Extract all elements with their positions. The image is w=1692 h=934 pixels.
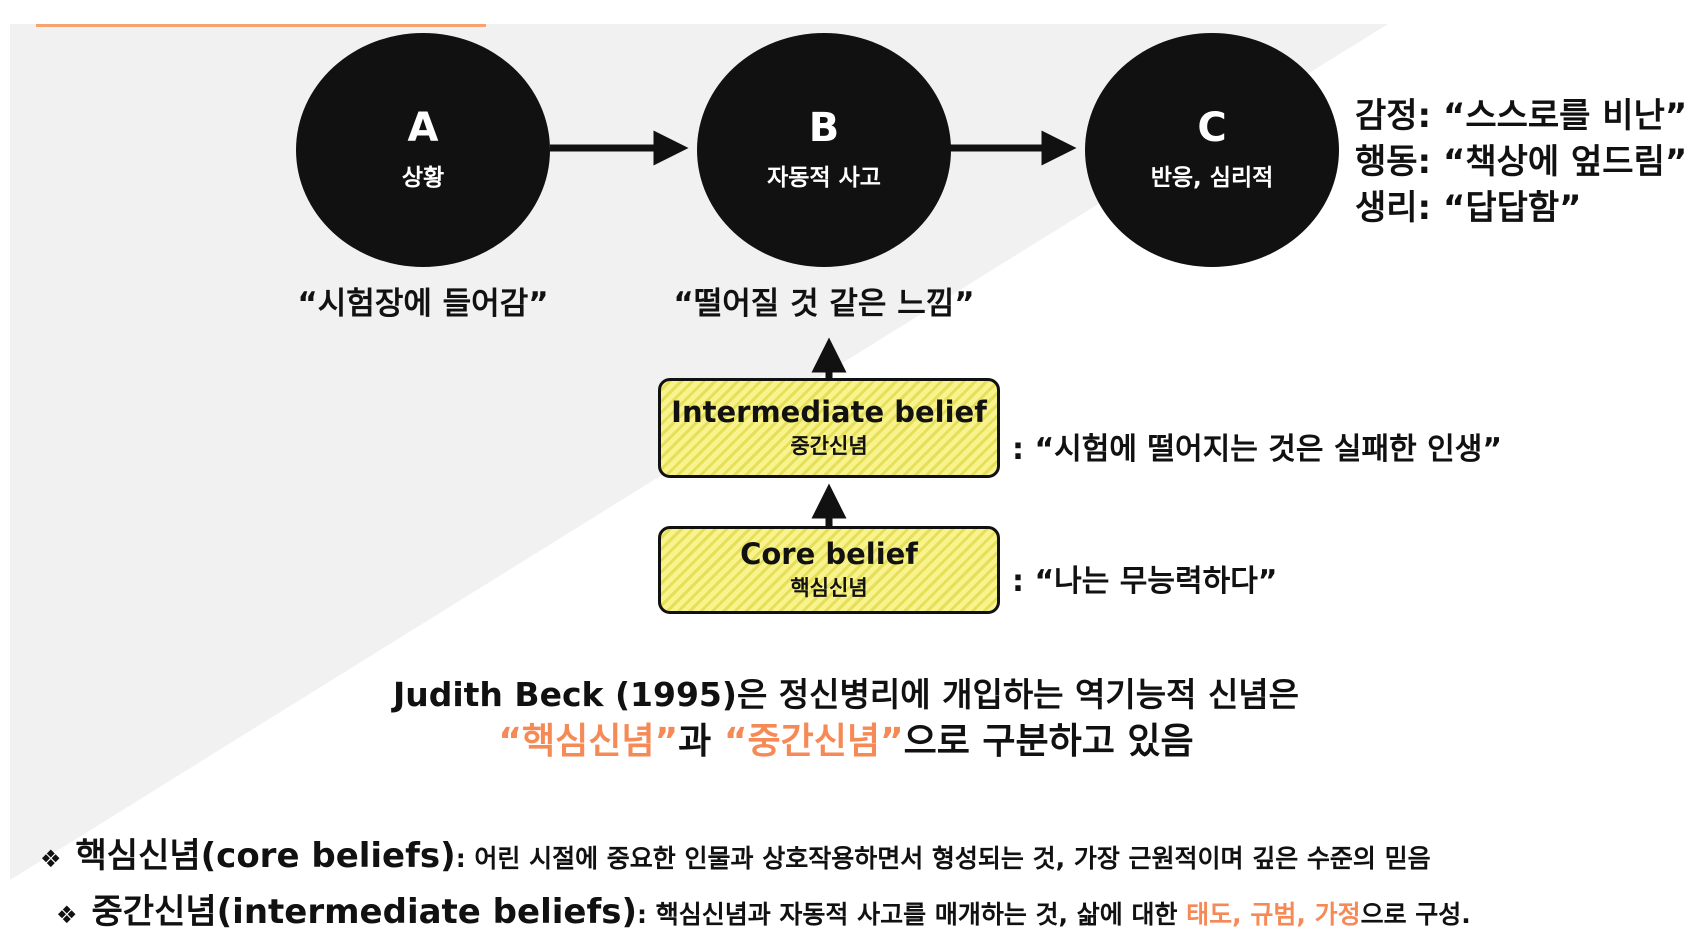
caption-automatic-thought: “떨어질 것 같은 느낌” [673, 286, 975, 322]
statement-line-1: Judith Beck (1995)은 정신병리에 개입하는 역기능적 신념은 [392, 675, 1300, 714]
core-belief-box: Core belief 핵심신념 [658, 526, 1000, 614]
core-belief-term: “핵심신념” [498, 721, 679, 762]
response-emotion: 감정: “스스로를 비난” [1355, 96, 1688, 136]
definition-highlight: 태도, 규범, 가정 [1186, 900, 1361, 929]
caption-situation: “시험장에 들어감” [297, 286, 549, 322]
definition-desc: : 어린 시절에 중요한 인물과 상호작용하면서 형성되는 것, 가장 근원적이… [455, 844, 1431, 873]
intermediate-belief-en: Intermediate belief [671, 395, 987, 430]
accent-line [36, 24, 486, 27]
intermediate-belief-note: : “시험에 떨어지는 것은 실패한 인생” [1012, 432, 1503, 467]
definition-core-belief: ❖ 핵심신념(core beliefs): 어린 시절에 중요한 인물과 상호작용… [40, 828, 1431, 877]
response-physiology: 생리: “답답함” [1355, 188, 1582, 228]
bullet-icon: ❖ [56, 901, 78, 929]
bullet-icon: ❖ [40, 845, 62, 873]
statement-rest: 으로 구분하고 있음 [903, 721, 1194, 762]
node-a-letter: A [407, 105, 439, 151]
statement-line-2: “핵심신념”과 “중간신념”으로 구분하고 있음 [0, 712, 1692, 764]
core-belief-ko: 핵심신념 [790, 575, 868, 600]
core-belief-en: Core belief [740, 537, 918, 572]
definition-term: 핵심신념(core beliefs) [75, 836, 456, 876]
node-a-situation: A 상황 [296, 33, 550, 267]
response-behavior: 행동: “책상에 엎드림” [1355, 142, 1688, 182]
node-c-response: C 반응, 심리적 [1085, 33, 1339, 267]
node-a-label: 상황 [401, 165, 445, 191]
definition-intermediate-belief: ❖ 중간신념(intermediate beliefs): 핵심신념과 자동적 사… [56, 884, 1471, 933]
node-b-automatic-thought: B 자동적 사고 [697, 33, 951, 267]
definition-tail: 으로 구성. [1360, 900, 1471, 929]
definition-desc: : 핵심신념과 자동적 사고를 매개하는 것, 삶에 대한 [637, 900, 1187, 929]
definition-term: 중간신념(intermediate beliefs) [91, 892, 638, 932]
intermediate-belief-box: Intermediate belief 중간신념 [658, 378, 1000, 478]
node-b-label: 자동적 사고 [767, 165, 881, 191]
node-c-letter: C [1197, 105, 1227, 151]
core-belief-note: : “나는 무능력하다” [1012, 564, 1278, 599]
node-c-label: 반응, 심리적 [1150, 165, 1274, 191]
intermediate-belief-term: “중간신념” [723, 721, 904, 762]
intermediate-belief-ko: 중간신념 [790, 433, 868, 458]
node-b-letter: B [808, 105, 840, 151]
statement-connector: 과 [678, 721, 724, 762]
